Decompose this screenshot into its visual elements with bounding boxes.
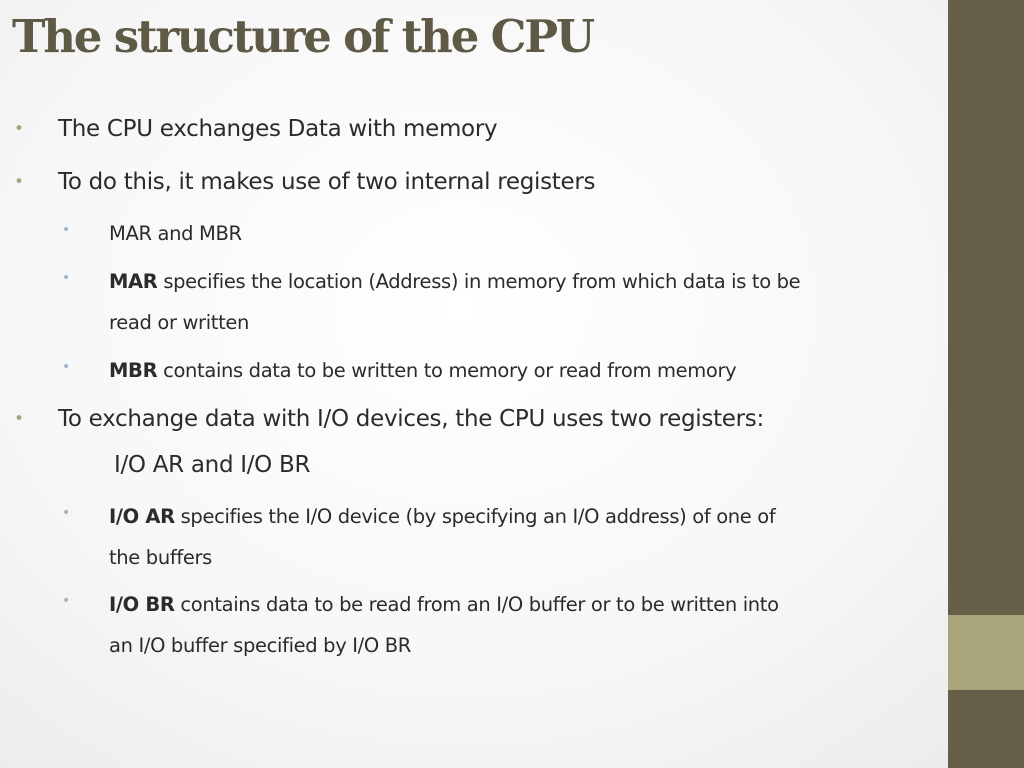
sub-bullet-text-2-1: MAR and MBR [109,222,242,245]
sub-bullet-text-2-3-body: contains data to be written to memory or… [157,359,737,382]
bullet-text-3-continuation: I/O AR and I/O BR [114,452,311,478]
sub-bullet-marker: • [62,222,71,238]
bullet-marker: • [14,119,25,139]
sub-bullet-text-3-1-line2: the buffers [109,546,212,569]
sub-bullet-text-2-2-line1: specifies the location (Address) in memo… [157,270,801,293]
bullet-text-1: The CPU exchanges Data with memory [58,116,498,142]
side-accent-block [948,615,1024,690]
term-io-br: I/O BR [109,593,175,616]
term-io-ar: I/O AR [109,505,175,528]
sub-bullet-marker: • [62,359,71,375]
bullet-marker: • [14,172,25,192]
sub-bullet-text-3-2: I/O BR contains data to be read from an … [109,584,779,666]
sub-bullet-text-3-1: I/O AR specifies the I/O device (by spec… [109,496,776,578]
term-mbr: MBR [109,359,158,382]
sub-bullet-text-3-2-line1: contains data to be read from an I/O buf… [174,593,779,616]
bullet-marker: • [14,409,25,429]
sub-bullet-text-2-3: MBR contains data to be written to memor… [109,350,737,391]
term-mar: MAR [109,270,158,293]
sub-bullet-text-2-2: MAR specifies the location (Address) in … [109,261,801,343]
bullet-text-3: To exchange data with I/O devices, the C… [58,406,764,432]
bullet-text-2: To do this, it makes use of two internal… [58,169,596,195]
sub-bullet-text-3-2-line2: an I/O buffer specified by I/O BR [109,634,411,657]
sub-bullet-marker: • [62,505,71,521]
slide-title: The structure of the CPU [12,10,595,63]
sub-bullet-marker: • [62,593,71,609]
sub-bullet-marker: • [62,270,71,286]
sub-bullet-text-3-1-line1: specifies the I/O device (by specifying … [174,505,776,528]
sub-bullet-text-2-2-line2: read or written [109,311,250,334]
